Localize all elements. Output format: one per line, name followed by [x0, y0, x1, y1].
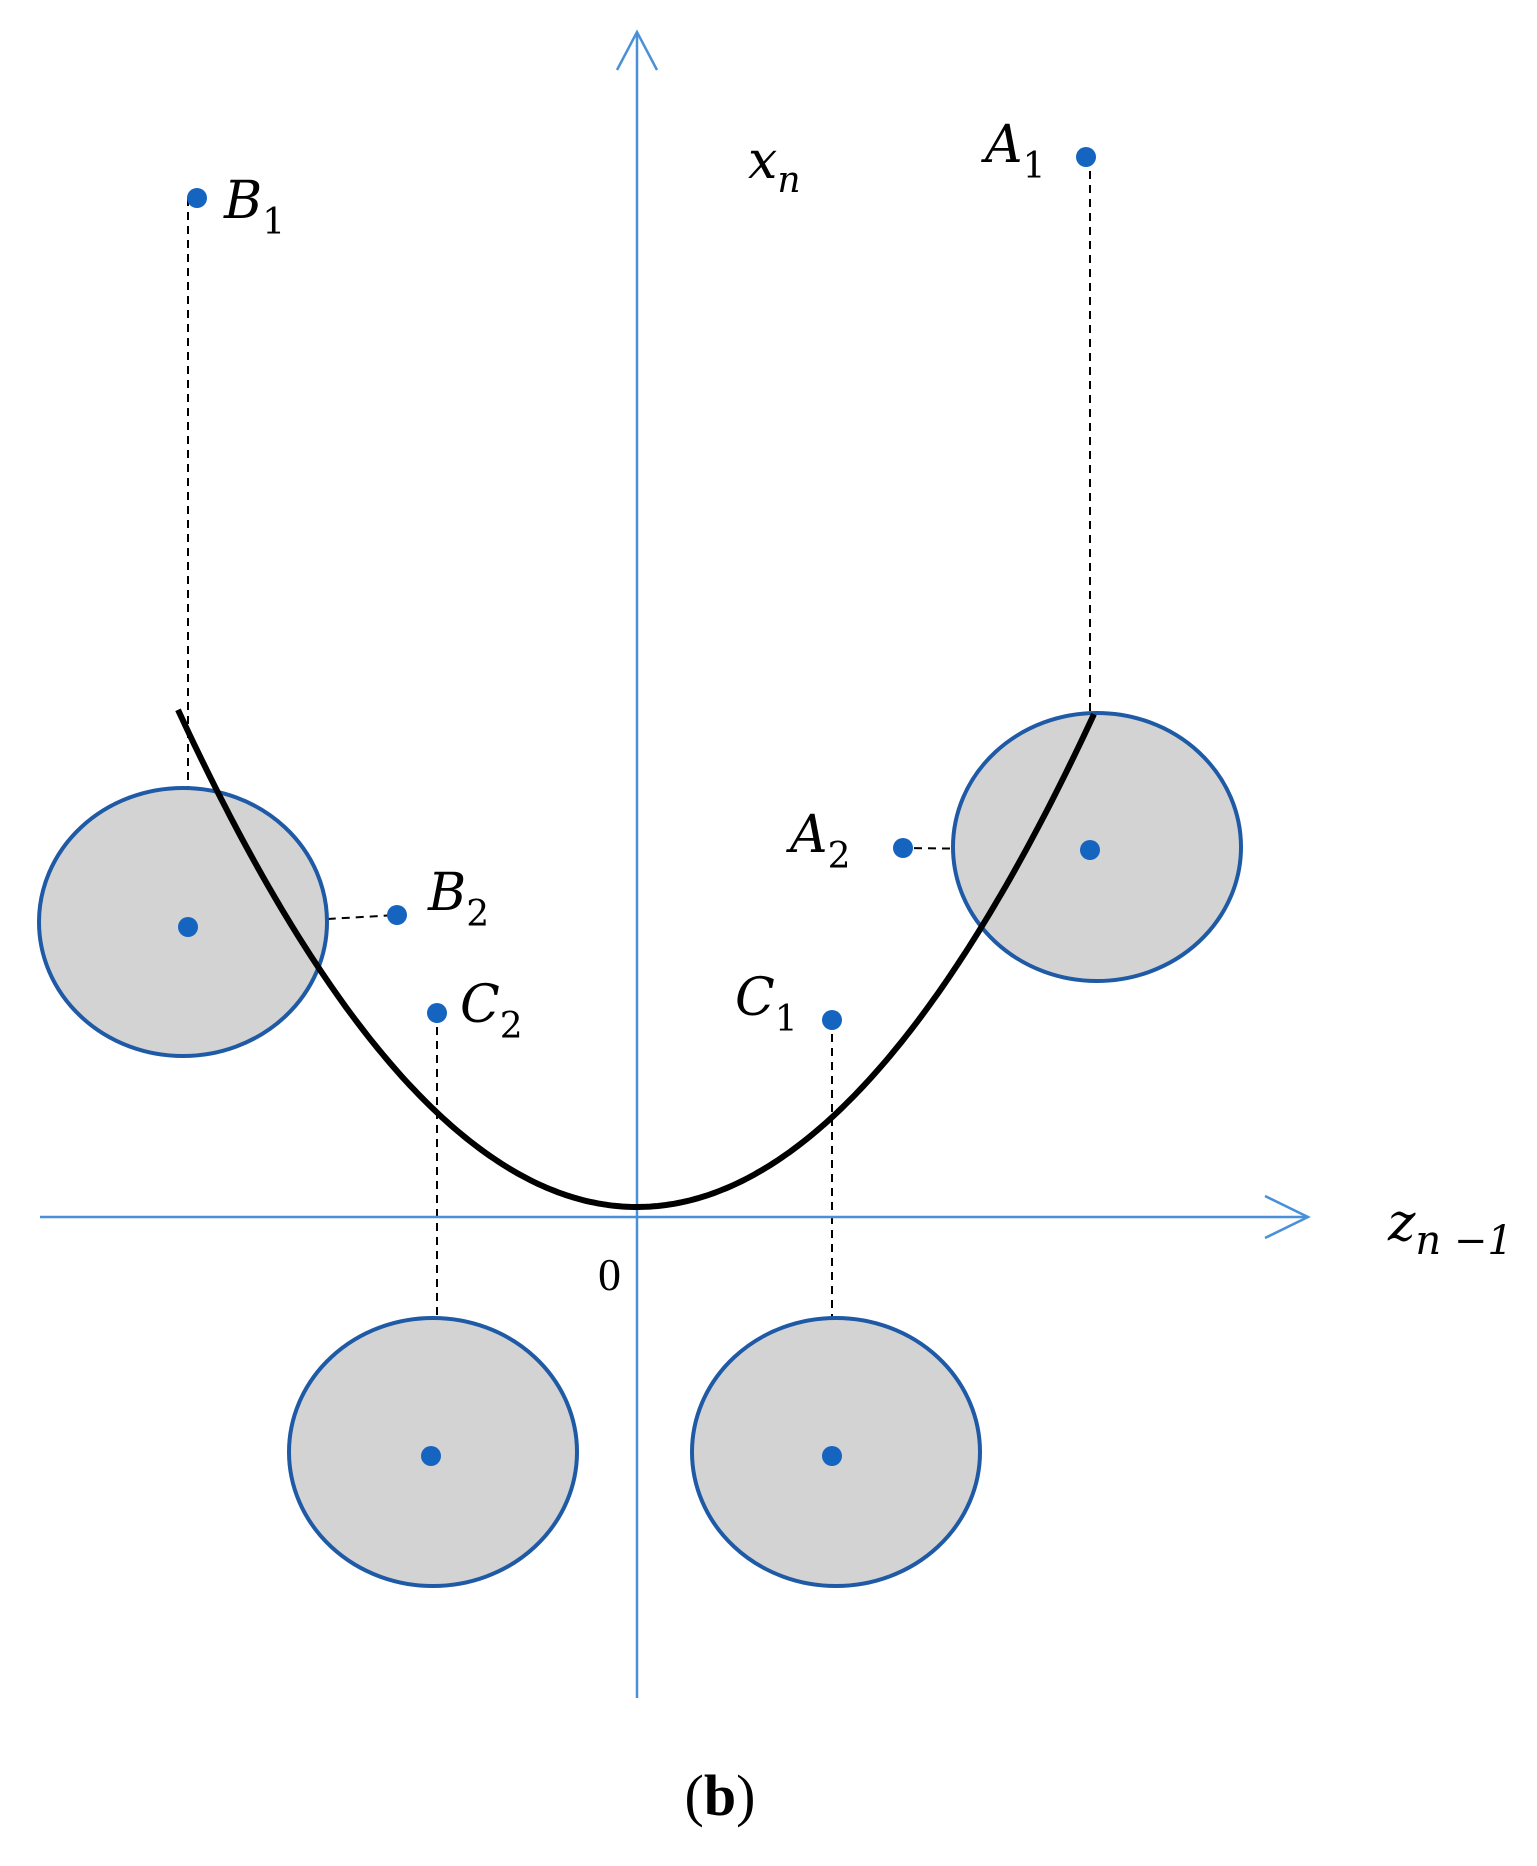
label-b2: B2 [427, 863, 489, 935]
horizontal-axis-arrow [1264, 1194, 1311, 1240]
vertical-axis-arrow [615, 29, 659, 71]
label-z-n-1: zn −1 [1387, 1193, 1513, 1264]
label-a1: A1 [981, 115, 1045, 187]
center-b [178, 917, 198, 937]
center-c2 [421, 1446, 441, 1466]
center-a [1080, 840, 1100, 860]
projection-lines [187, 157, 1091, 1456]
point-c1 [822, 1010, 842, 1030]
points [178, 147, 1100, 1466]
label-x-n: xn [748, 131, 801, 201]
disks [37, 711, 1243, 1588]
label-origin: 0 [598, 1249, 621, 1300]
label-a2: A2 [786, 805, 850, 877]
point-labels: A1 B1 A2 B2 C2 C1 [223, 115, 1045, 1047]
label-b1: B1 [223, 171, 285, 243]
label-c1: C1 [735, 968, 798, 1040]
point-c2 [427, 1003, 447, 1023]
axis-labels: xn zn −1 0 [598, 131, 1513, 1300]
point-a2 [893, 838, 913, 858]
figure-caption: (b) [685, 1763, 756, 1828]
point-b2 [387, 905, 407, 925]
point-a1 [1076, 147, 1096, 167]
center-c1 [822, 1446, 842, 1466]
point-b1 [187, 188, 207, 208]
axes [40, 29, 1311, 1698]
parabola-curve [175, 708, 1097, 1210]
label-c2: C2 [460, 975, 523, 1047]
